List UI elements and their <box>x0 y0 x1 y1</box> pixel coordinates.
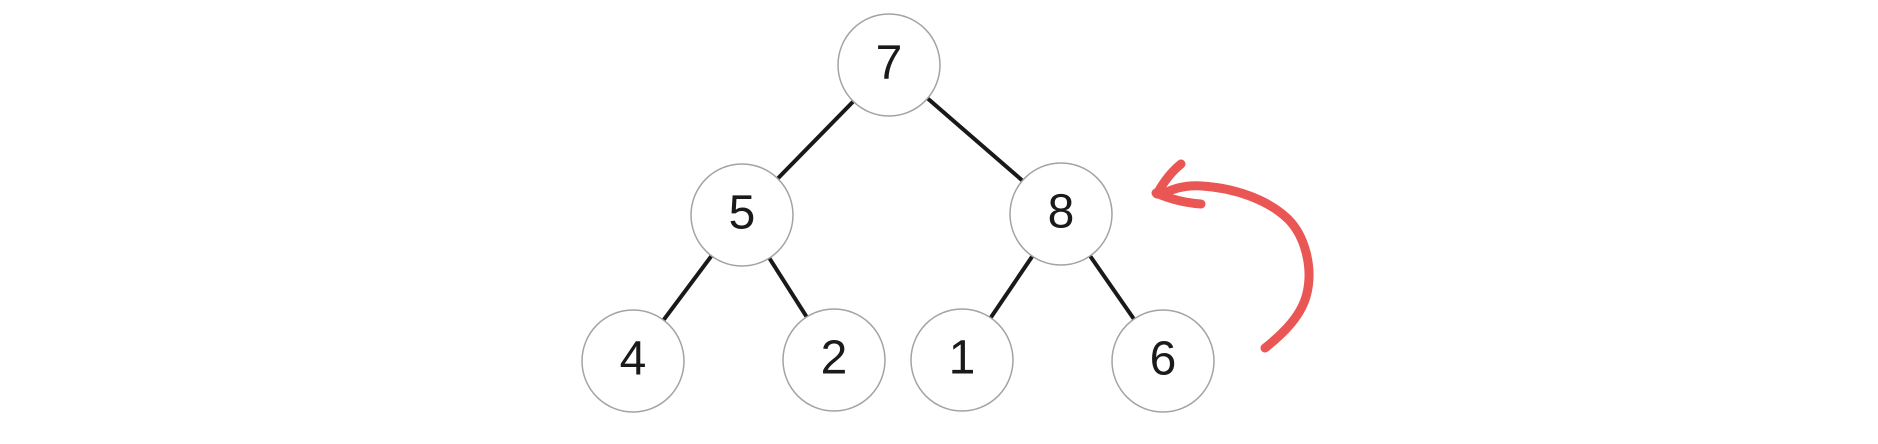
tree-edge-7-5 <box>776 100 855 180</box>
tree-edge-8-1 <box>989 255 1034 319</box>
tree-node-1: 1 <box>910 308 1014 412</box>
node-circle <box>1111 309 1215 413</box>
node-label: 8 <box>1048 186 1075 239</box>
annotation-arrow <box>1151 159 1314 353</box>
node-label: 7 <box>876 37 903 90</box>
node-circle <box>910 308 1014 412</box>
tree-nodes: 7 5 8 4 2 1 6 <box>581 13 1215 413</box>
node-circle <box>837 13 941 117</box>
tree-node-6: 6 <box>1111 309 1215 413</box>
node-label: 4 <box>620 333 647 386</box>
tree-edge-7-8 <box>926 97 1024 182</box>
tree-edge-8-6 <box>1088 254 1136 321</box>
node-label: 2 <box>821 332 848 385</box>
tree-node-7: 7 <box>837 13 941 117</box>
tree-edge-5-2 <box>767 256 809 319</box>
tree-node-4: 4 <box>581 309 685 413</box>
tree-edge-5-4 <box>662 254 713 322</box>
node-label: 1 <box>949 332 976 385</box>
tree-node-8: 8 <box>1009 162 1113 266</box>
node-circle <box>581 309 685 413</box>
node-label: 5 <box>729 187 756 240</box>
node-circle <box>782 308 886 412</box>
node-circle <box>690 163 794 267</box>
red-arrow-body <box>1158 181 1314 353</box>
tree-node-5: 5 <box>690 163 794 267</box>
node-label: 6 <box>1150 333 1177 386</box>
node-circle <box>1009 162 1113 266</box>
red-arrow-head-barb-2 <box>1151 188 1206 209</box>
tree-node-2: 2 <box>782 308 886 412</box>
tree-edges <box>662 97 1136 322</box>
